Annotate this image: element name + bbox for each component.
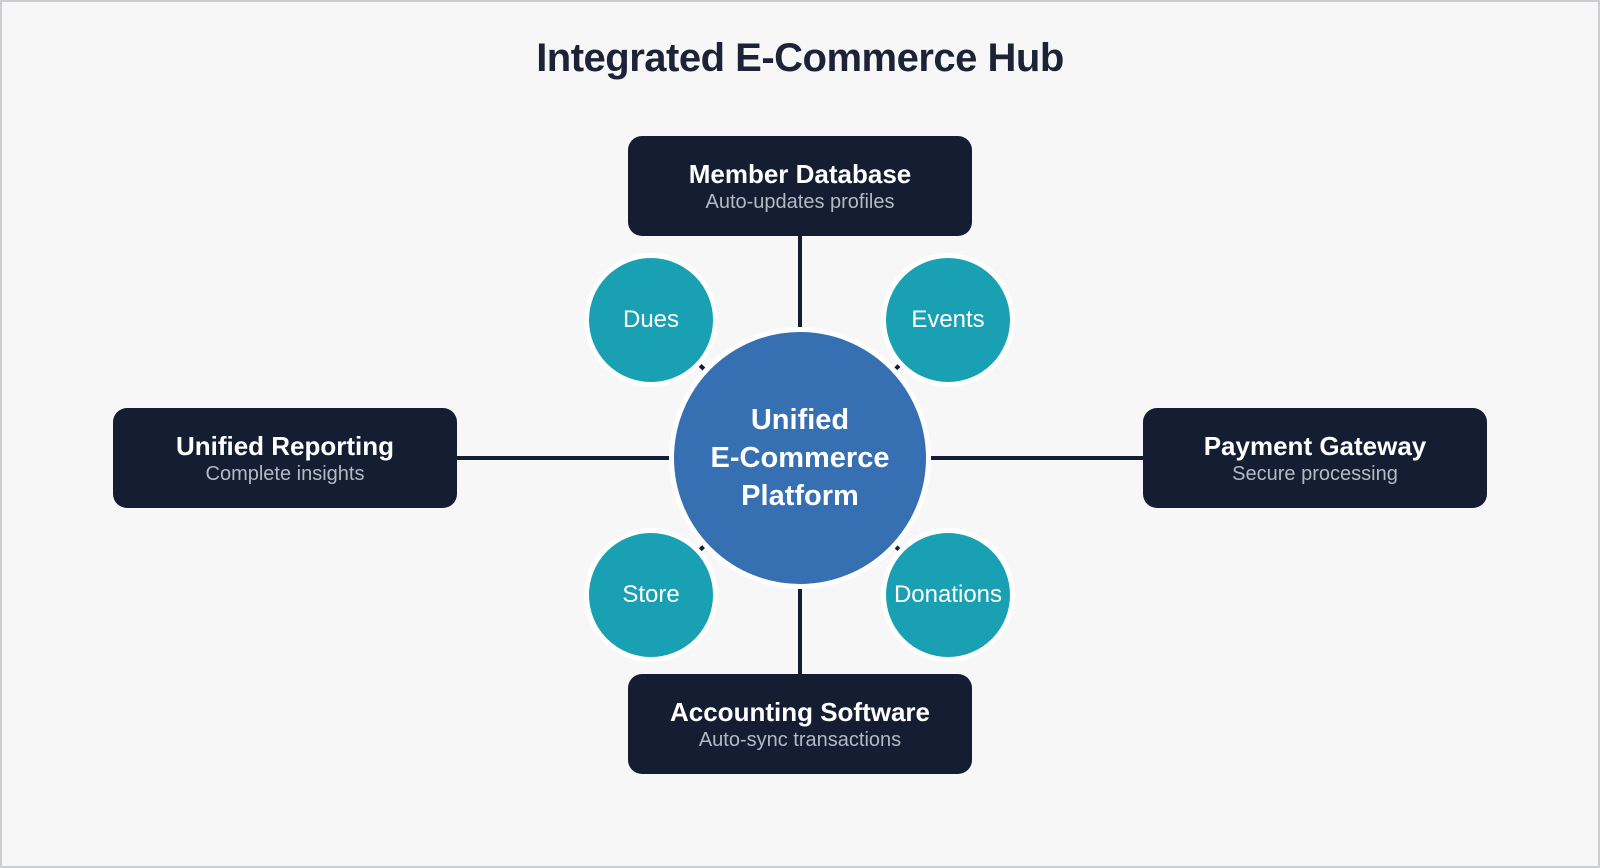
hub-unified-ecommerce-platform: Unified E-Commerce Platform (669, 327, 931, 589)
satellite-store: Store (584, 528, 718, 662)
satellite-dues: Dues (584, 253, 718, 387)
satellite-events: Events (881, 253, 1015, 387)
box-member-database: Member Database Auto-updates profiles (628, 136, 972, 236)
box-payment-gateway-title: Payment Gateway (1203, 430, 1427, 461)
box-accounting-software: Accounting Software Auto-sync transactio… (628, 674, 972, 774)
satellite-dues-label: Dues (622, 306, 680, 333)
satellite-store-label: Store (622, 581, 680, 608)
box-unified-reporting-subtitle: Complete insights (205, 462, 365, 485)
satellite-donations: Donations (881, 528, 1015, 662)
page-title: Integrated E-Commerce Hub (536, 36, 1064, 80)
box-unified-reporting-title: Unified Reporting (175, 430, 395, 461)
box-member-database-subtitle: Auto-updates profiles (705, 190, 895, 213)
box-accounting-software-subtitle: Auto-sync transactions (698, 728, 902, 751)
box-payment-gateway: Payment Gateway Secure processing (1143, 408, 1487, 508)
box-payment-gateway-subtitle: Secure processing (1232, 462, 1398, 485)
box-accounting-software-title: Accounting Software (669, 696, 930, 727)
satellite-donations-label: Donations (893, 581, 1003, 608)
satellite-events-label: Events (911, 306, 985, 333)
hub-label: Unified E-Commerce Platform (710, 403, 890, 513)
box-member-database-title: Member Database (688, 158, 912, 189)
box-unified-reporting: Unified Reporting Complete insights (113, 408, 457, 508)
